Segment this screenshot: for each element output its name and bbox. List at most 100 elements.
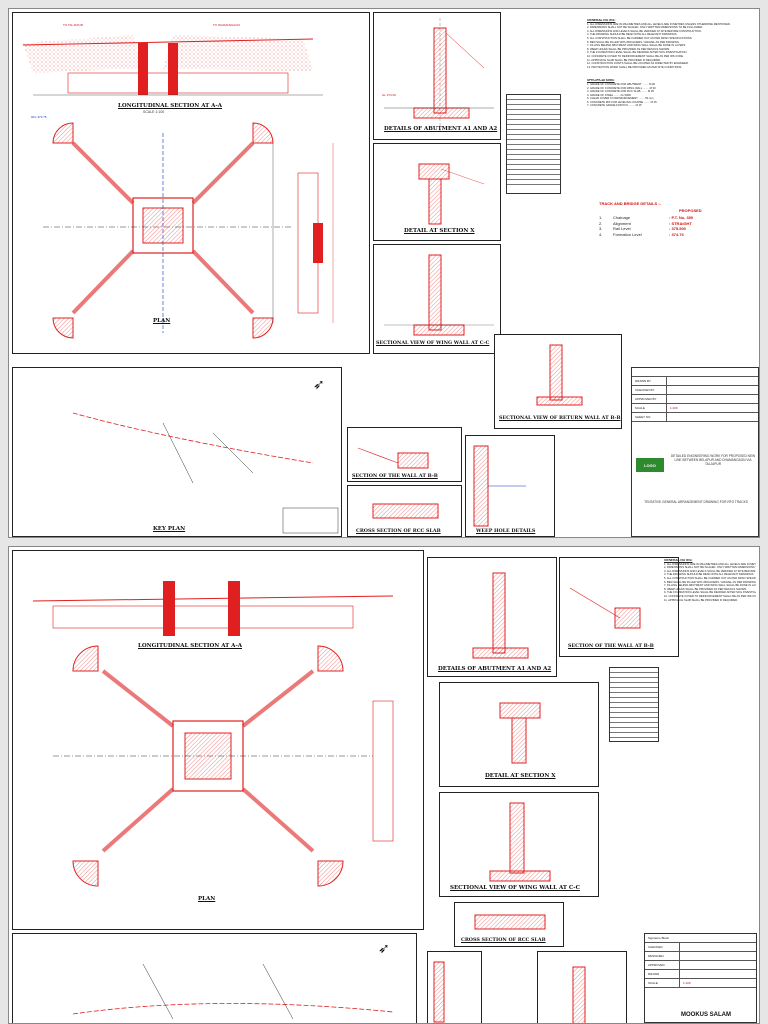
note-item: 4. THE DRAWING SHOULD BE READ WITH ALL R… <box>587 33 678 37</box>
abutment-drawing-2 <box>472 572 529 659</box>
note-item: 5. ALL CONSTRUCTION SHALL BE CARRIED OUT… <box>587 36 693 40</box>
tb-row: CHECKED <box>645 943 756 952</box>
wing-wall-cc-drawing <box>384 254 494 336</box>
north-arrow-icon-2: ➶ <box>378 940 390 956</box>
spec-item: 1. GRADE OF CONCRETE FOR ABUTMENT ......… <box>587 82 656 86</box>
note-item: 3. ALL DIMENSIONS AND LEVELS SHALL BE VE… <box>587 29 702 33</box>
spec-heading: SPECIFICATIONS: <box>587 79 615 83</box>
slab-panel: CROSS SECTION OF RCC SLAB <box>347 485 462 537</box>
wing-detail-drawing-2 <box>572 966 586 1023</box>
track-heading: TRACK AND BRIDGE DETAILS :- <box>599 201 661 206</box>
note-item: 7. FILLING BEHIND ABUTMENT AND WING WALL… <box>587 44 686 48</box>
tb-row: SHEET NO. <box>632 413 758 422</box>
tb-row: CHECKED BY <box>632 386 758 395</box>
abutment-panel: DETAILS OF ABUTMENT A1 AND A2 GL 374.00 <box>373 12 501 140</box>
abutment-panel-2: DETAILS OF ABUTMENT A1 AND A2 <box>427 557 557 677</box>
drawing-sheet-2: LONGITUDINAL SECTION AT A-A PLAN DETAILS… <box>8 546 760 1024</box>
schedule-table <box>506 94 561 194</box>
note-item: 8. WEEP HOLES SHALL BE PROVIDED AS PER D… <box>587 47 670 51</box>
tb-row: DRAWN <box>645 970 756 979</box>
section-x-panel-2: DETAIL AT SECTION X <box>439 682 599 787</box>
spec-item: 5. CLEAR COVER TO REINFORCEMENT ........… <box>587 97 654 101</box>
note-item: 2. DIMENSIONS SHALL NOT BE SCALED. ONLY … <box>587 26 703 30</box>
tb-row: DRAWN BY <box>632 377 758 386</box>
plan-panel: LONGITUDINAL SECTION AT A-A SCALE 1:100 … <box>12 12 370 354</box>
general-notes: GENERAL NOTES: 1. ALL DIMENSIONS ARE IN … <box>587 17 757 108</box>
note-item: 13. PROTECTION WORK SHALL BE PROVIDED AS… <box>587 65 683 69</box>
company-logo: LOGO <box>636 458 664 472</box>
track-proposed-col: PROPOSED <box>679 208 702 213</box>
wing-wall-cc-title: SECTIONAL VIEW OF WING WALL AT C-C <box>376 340 490 346</box>
scale-label: SCALE 1:100 <box>143 110 165 114</box>
spec-item: 3. GRADE OF CONCRETE FOR RCC SLAB ......… <box>587 90 654 94</box>
slab-title: CROSS SECTION OF RCC SLAB <box>356 528 441 534</box>
longitudinal-and-plan-drawing-2 <box>32 581 394 887</box>
return-wall-panel: SECTIONAL VIEW OF RETURN WALL AT B-B <box>494 334 622 429</box>
note-item: 11. APPROACH SLAB SHALL BE PROVIDED IF R… <box>587 58 661 62</box>
weep-hole-title: WEEP HOLE DETAILS <box>476 528 536 534</box>
slab-drawing-2 <box>474 914 546 930</box>
key-plan-drawing <box>72 412 339 534</box>
note-item: 1. ALL DIMENSIONS ARE IN MILLIMETRES AND… <box>587 22 731 26</box>
note-item: 6. BED SHALL BE FILLED WITH BOULDERS / G… <box>664 580 756 584</box>
longitudinal-section-title: LONGITUDINAL SECTION AT A-A <box>118 103 222 109</box>
track-details: TRACK AND BRIDGE DETAILS :- PROPOSED 1.C… <box>599 201 759 237</box>
wing-bb-title: SECTION OF THE WALL AT B-B <box>352 473 438 479</box>
cross-section-panel-2 <box>427 951 482 1023</box>
wing-wall-cc-drawing-2 <box>489 802 551 882</box>
note-item: 3. ALL DIMENSIONS AND LEVELS SHALL BE VE… <box>664 569 756 573</box>
spec-item: 2. GRADE OF CONCRETE FOR WING WALL .....… <box>587 86 656 90</box>
section-x-drawing-2 <box>499 702 541 764</box>
note-item: 10. CONCRETE COVER TO REINFORCEMENT SHAL… <box>664 594 756 598</box>
title-block-2: Signature Block CHECKED DESIGNED APPROVE… <box>644 933 757 1023</box>
note-item: 6. BED SHALL BE FILLED WITH BOULDERS / G… <box>587 40 680 44</box>
track-row: 3.Rail Level: 375.500 <box>599 226 686 231</box>
key-plan-panel: KEY PLAN ➶ <box>12 367 342 537</box>
wing-wall-cc-panel-2: SECTIONAL VIEW OF WING WALL AT C-C <box>439 792 599 897</box>
abutment-title: DETAILS OF ABUTMENT A1 AND A2 <box>384 126 498 132</box>
to-dhamangaon-label: TO DHAMANGAON <box>213 23 240 27</box>
track-row: 2.Alignment: STRAIGHT <box>599 220 692 226</box>
return-wall-title: SECTIONAL VIEW OF RETURN WALL AT B-B <box>499 415 621 421</box>
note-item: 11. APPROACH SLAB SHALL BE PROVIDED IF R… <box>664 598 738 602</box>
cross-section-drawing-2 <box>433 961 445 1023</box>
wing-bb-drawing-2 <box>569 587 641 629</box>
note-item: 4. THE DRAWING SHOULD BE READ WITH ALL R… <box>664 573 755 577</box>
note-item: 8. WEEP HOLES SHALL BE PROVIDED AS PER D… <box>664 587 747 591</box>
project-title: DETAILED ENGINEERING WORK FOR PROPOSED N… <box>670 454 756 466</box>
notes-heading: GENERAL NOTES: <box>587 19 616 22</box>
weep-hole-drawing <box>473 445 526 527</box>
longitudinal-section-title-2: LONGITUDINAL SECTION AT A-A <box>138 643 242 649</box>
track-row: 4.Formation Level: 374.76 <box>599 231 684 237</box>
spec-item: 7. CONCRETE GRADE FOR PCC ........ M 15 <box>587 104 642 108</box>
note-item: 12. CONSTRUCTION JOINTS SHALL BE LOCATED… <box>587 62 689 66</box>
note-item: 5. ALL CONSTRUCTION SHALL BE CARRIED OUT… <box>664 576 756 580</box>
key-plan-title: KEY PLAN <box>153 526 186 532</box>
key-plan-drawing-2 <box>72 963 394 1020</box>
note-item: 1. ALL DIMENSIONS ARE IN MILLIMETRES AND… <box>664 562 756 566</box>
tb-row: DESIGNED <box>645 952 756 961</box>
general-notes-2: GENERAL NOTES: 1. ALL DIMENSIONS ARE IN … <box>664 557 756 602</box>
wing-bb-panel-2: SECTION OF THE WALL AT B-B <box>559 557 679 657</box>
to-taljapur-label: TO TALJAPUR <box>63 23 84 27</box>
slab-panel-2: CROSS SECTION OF RCC SLAB <box>454 902 564 947</box>
spec-item: 6. CONCRETE MIX FOR LEVELING COURSE ....… <box>587 100 657 104</box>
designer-name: MOOKUS SALAM <box>681 1012 731 1018</box>
drawing-title: TENTATIVE GENERAL ARRANGEMENT DRAWING FO… <box>644 500 748 504</box>
wing-bb-panel: SECTION OF THE WALL AT B-B <box>347 427 462 482</box>
note-item: 7. FILLING BEHIND ABUTMENT AND WING WALL… <box>664 584 756 588</box>
key-plan-panel-2: ➶ <box>12 933 417 1023</box>
wing-bb-title-2: SECTION OF THE WALL AT B-B <box>568 643 654 649</box>
wing-detail-panel-2 <box>537 951 627 1023</box>
gl-label: GL 374.00 <box>382 93 396 97</box>
slab-drawing <box>372 503 439 519</box>
note-item: 10. CONCRETE COVER TO REINFORCEMENT SHAL… <box>587 54 684 58</box>
signature-row-2: Signature Block <box>645 934 756 943</box>
section-x-title: DETAIL AT SECTION X <box>404 228 475 234</box>
hfl-label: HFL 372.75 <box>31 115 47 119</box>
slab-title-2: CROSS SECTION OF RCC SLAB <box>461 937 546 943</box>
signature-row <box>632 368 758 377</box>
